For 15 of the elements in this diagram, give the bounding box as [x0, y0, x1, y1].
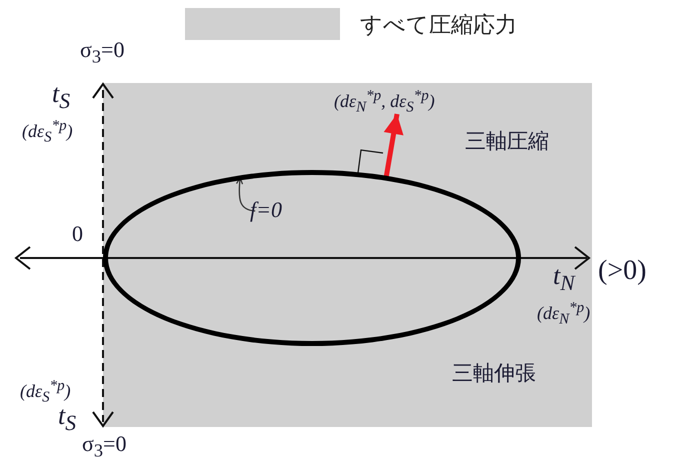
axis-label: t$_{S}$ [52, 80, 70, 114]
axis-label: (dε$_{N}$$^{*p}$) [537, 300, 590, 328]
axis-label: σ$_{3}$=0 [80, 38, 124, 67]
normal-vector-arrow [384, 114, 404, 179]
axis-label: (dε$_{S}$$^{*p}$) [22, 118, 73, 146]
legend-text: すべて圧縮応力 [360, 12, 517, 40]
axis-label: σ$_{3}$=0 [82, 432, 126, 461]
yield-surface-ellipse [103, 170, 521, 346]
region-label: 三軸圧縮 [465, 130, 549, 154]
axis-label: 0 [72, 222, 83, 246]
curve-label: f=0 [250, 198, 282, 222]
curve-label: (dε$_{N}$$^{*p}$, dε$_{S}$$^{*p}$) [334, 88, 435, 116]
axis-label: t$_{N}$ [553, 262, 575, 296]
axis-label: (>0) [598, 256, 646, 287]
region-label: 三軸伸張 [452, 362, 536, 386]
